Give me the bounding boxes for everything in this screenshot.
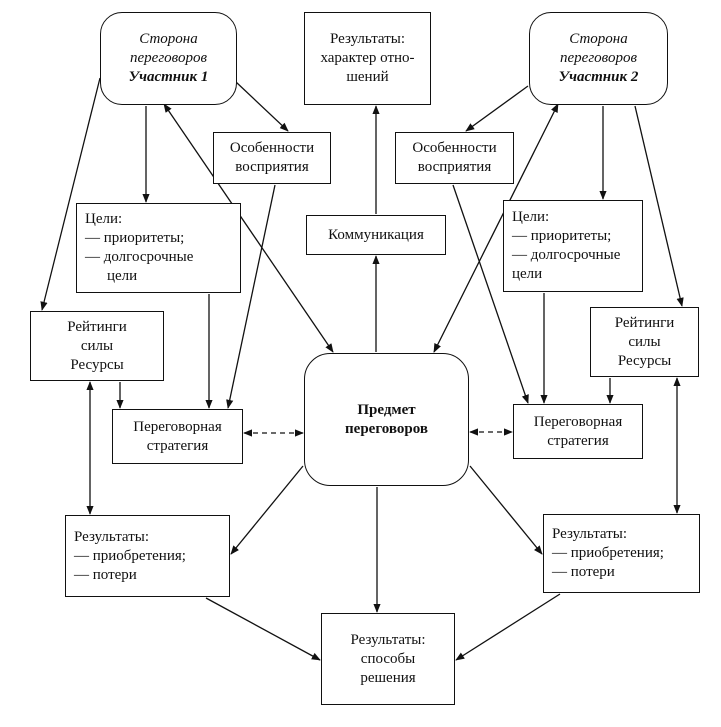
subject-box: Предмет переговоров: [304, 353, 469, 486]
arrow-subject-party2-link: [433, 103, 559, 353]
ratings-1-line-3: Ресурсы: [70, 356, 124, 373]
ratings-2-line-3: Ресурсы: [617, 352, 672, 369]
party-1-line-1: Сторона: [139, 31, 198, 47]
gains-2-box: Результаты: — приобретения; — потери: [543, 514, 700, 593]
perception-2-line-1: Особенности: [412, 140, 497, 156]
gains-1-line-3: — потери: [74, 566, 137, 583]
goals-1-line-3: — долгосрочные: [85, 249, 194, 265]
solutions-result-box: Результаты: способы решения: [321, 613, 455, 705]
gains-1-box: Результаты: — приобретения; — потери: [65, 515, 230, 597]
strategy-2-line-1: Переговорная: [533, 413, 623, 430]
gains-1-line-1: Результаты:: [74, 528, 149, 545]
strategy-1-line-1: Переговорная: [133, 418, 222, 435]
arrow-perception2-to-strategy2: [452, 184, 529, 404]
perception-1-box: Особенности восприятия: [213, 132, 331, 184]
subject-line-1: Предмет: [357, 401, 416, 418]
solutions-line-1: Результаты:: [350, 631, 426, 648]
goals-2-line-3: — долгосрочные: [512, 247, 621, 263]
arrow-party1-to-perception1: [235, 81, 289, 132]
goals-1-line-4: цели: [107, 268, 138, 284]
goals-2-line-1: Цели:: [512, 209, 550, 225]
perception-2-box: Особенности восприятия: [395, 132, 514, 184]
strategy-2-line-2: стратегия: [547, 432, 609, 449]
goals-1-box: Цели: — приоритеты; — долгосрочные цели: [76, 203, 241, 293]
perception-1-line-1: Особенности: [229, 140, 315, 156]
relations-result-box: Результаты: характер отно- шений: [304, 12, 431, 105]
arrow-party2-to-perception2: [465, 85, 529, 132]
relations-line-1: Результаты:: [330, 31, 405, 47]
subject-line-2: переговоров: [345, 420, 428, 437]
gains-2-line-1: Результаты:: [552, 526, 627, 542]
arrow-party1-to-ratings1: [40, 77, 101, 311]
solutions-line-2: способы: [360, 650, 416, 667]
goals-1-line-1: Цели:: [85, 211, 123, 227]
goals-2-line-4: цели: [512, 266, 543, 282]
gains-1-line-2: — приобретения;: [74, 547, 186, 564]
goals-2-box: Цели: — приоритеты; — долгосрочные цели: [503, 200, 643, 292]
party-2-participant: Участник 2: [558, 69, 639, 85]
gains-2-line-2: — приобретения;: [552, 545, 664, 561]
goals-2-line-2: — приоритеты;: [512, 228, 612, 244]
gains-2-line-3: — потери: [552, 564, 615, 580]
ratings-1-box: Рейтинги силы Ресурсы: [30, 311, 164, 381]
relations-line-3: шений: [346, 69, 389, 85]
ratings-2-box: Рейтинги силы Ресурсы: [590, 307, 699, 377]
arrow-gains2-to-solutions: [455, 593, 561, 661]
communication-label: Коммуникация: [328, 226, 424, 243]
party-1-box: Сторона переговоров Участник 1: [100, 12, 237, 105]
perception-2-line-2: восприятия: [417, 159, 492, 175]
party-1-line-2: переговоров: [130, 50, 207, 66]
arrow-subject-to-gains2: [469, 465, 543, 555]
communication-box: Коммуникация: [306, 215, 446, 255]
party-1-participant: Участник 1: [128, 69, 209, 85]
party-2-line-2: переговоров: [560, 50, 637, 66]
party-2-line-1: Сторона: [569, 31, 628, 47]
strategy-1-box: Переговорная стратегия: [112, 409, 243, 464]
strategy-2-box: Переговорная стратегия: [513, 404, 643, 459]
ratings-1-line-1: Рейтинги: [67, 318, 127, 335]
relations-line-2: характер отно-: [320, 50, 415, 66]
goals-1-line-2: — приоритеты;: [85, 230, 185, 246]
strategy-1-line-2: стратегия: [146, 437, 209, 454]
arrow-party2-to-ratings2: [634, 105, 684, 307]
perception-1-line-2: восприятия: [235, 159, 309, 175]
arrow-gains1-to-solutions: [205, 597, 321, 661]
ratings-2-line-1: Рейтинги: [614, 314, 675, 331]
solutions-line-3: решения: [360, 669, 416, 686]
party-2-box: Сторона переговоров Участник 2: [529, 12, 668, 105]
ratings-1-line-2: силы: [80, 337, 114, 354]
arrow-perception1-to-strategy1: [226, 184, 276, 409]
arrow-subject-to-gains1: [230, 465, 304, 555]
ratings-2-line-2: силы: [628, 333, 661, 350]
arrow-subject-party1-link: [163, 103, 334, 353]
